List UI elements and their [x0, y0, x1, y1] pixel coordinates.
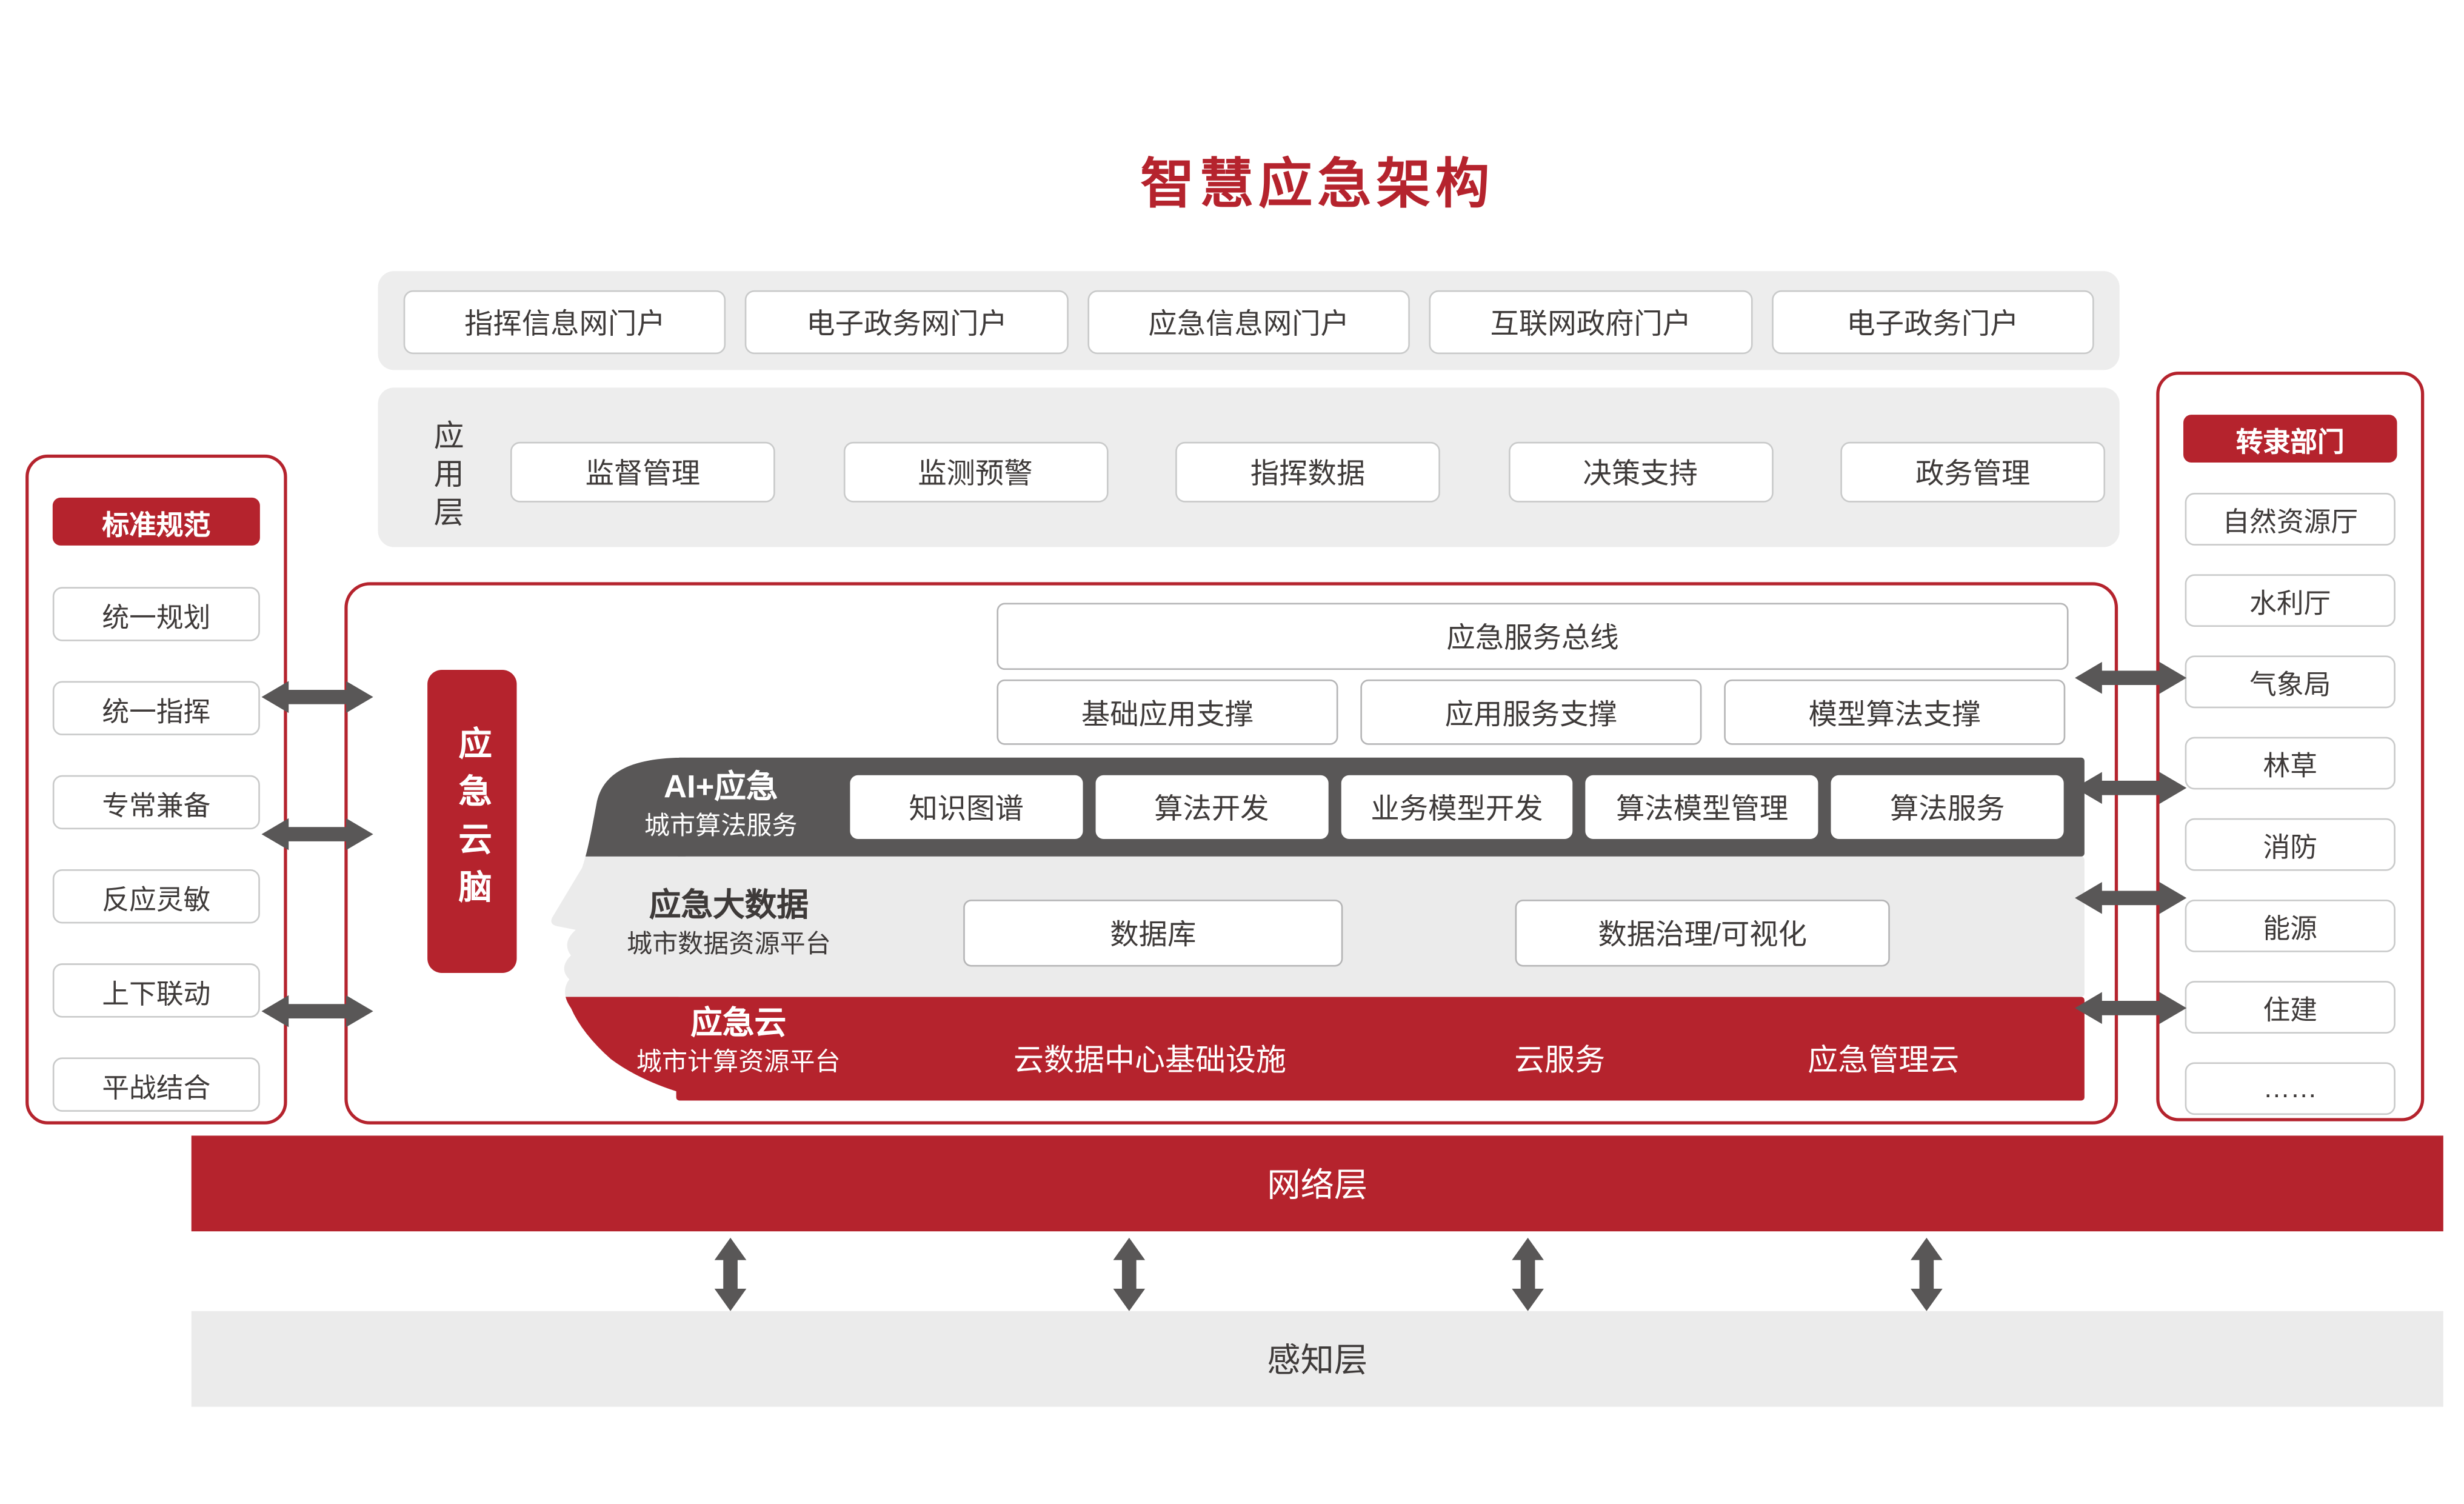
emergency-cloud-brain-label: 应急云脑: [454, 726, 492, 917]
double-arrow-horizontal-icon: [2075, 881, 2187, 914]
standards-panel: 标准规范 统一规划 统一指挥 专常兼备 反应灵敏 上下联动 平战结合: [25, 454, 287, 1125]
double-arrow-vertical-icon: [1113, 1237, 1146, 1311]
portal-box: 互联网政府门户: [1429, 290, 1752, 355]
cloud-item: 应急管理云: [1808, 1044, 1960, 1078]
double-arrow-horizontal-icon: [2075, 661, 2187, 694]
head-profile-icon: [551, 757, 686, 1094]
portal-box: 电子政务网门户: [745, 290, 1069, 355]
bigdata-band-title: 应急大数据: [649, 888, 809, 924]
bigdata-item: 数据治理/可视化: [1515, 899, 1890, 967]
perception-layer-band: 感知层: [191, 1311, 2443, 1407]
support-row: 基础应用支撑 应用服务支撑 模型算法支撑: [997, 679, 2066, 745]
standards-panel-items: 统一规划 统一指挥 专常兼备 反应灵敏 上下联动 平战结合: [28, 587, 284, 1112]
double-arrow-horizontal-icon: [261, 818, 373, 851]
double-arrow-horizontal-icon: [2075, 772, 2187, 804]
support-box: 应用服务支撑: [1360, 679, 1702, 745]
bigdata-band-subtitle: 城市数据资源平台: [626, 931, 831, 959]
standards-item: 统一指挥: [52, 681, 260, 735]
double-arrow-vertical-icon: [1911, 1237, 1943, 1311]
portal-box: 指挥信息网门户: [403, 290, 727, 355]
standards-item: 统一规划: [52, 587, 260, 641]
application-layer-label: 应用层: [429, 419, 463, 535]
cloud-item: 云数据中心基础设施: [1013, 1044, 1286, 1078]
support-box: 基础应用支撑: [997, 679, 1338, 745]
department-item: 水利厅: [2185, 574, 2396, 627]
bigdata-band-label: 应急大数据 城市数据资源平台: [561, 885, 896, 961]
app-box: 决策支持: [1507, 441, 1773, 503]
ai-band-title: AI+应急: [663, 770, 778, 806]
departments-panel-header: 转隶部门: [2183, 415, 2397, 463]
cloud-band-label: 应急云 城市计算资源平台: [571, 1003, 906, 1080]
department-item: 住建: [2185, 981, 2396, 1034]
app-box: 指挥数据: [1175, 441, 1440, 503]
ai-item: 知识图谱: [850, 775, 1083, 839]
cloud-band-subtitle: 城市计算资源平台: [636, 1049, 841, 1077]
standards-item: 平战结合: [52, 1057, 260, 1112]
page-title: 智慧应急架构: [1140, 155, 1495, 216]
department-item: 自然资源厅: [2185, 493, 2396, 546]
double-arrow-horizontal-icon: [261, 995, 373, 1028]
app-box: 政务管理: [1840, 441, 2106, 503]
department-item: 消防: [2185, 818, 2396, 871]
ai-band-label: AI+应急 城市算法服务: [561, 767, 880, 844]
ai-band-items: 知识图谱 算法开发 业务模型开发 算法模型管理 算法服务: [850, 775, 2064, 839]
departments-panel-items: 自然资源厅 水利厅 气象局 林草 消防 能源 住建 ……: [2160, 493, 2422, 1115]
department-item: 气象局: [2185, 655, 2396, 709]
ai-band-subtitle: 城市算法服务: [644, 813, 798, 841]
bigdata-item: 数据库: [963, 899, 1343, 967]
double-arrow-horizontal-icon: [261, 681, 373, 714]
network-layer-band: 网络层: [191, 1135, 2443, 1232]
double-arrow-vertical-icon: [1512, 1237, 1544, 1311]
support-box: 模型算法支撑: [1724, 679, 2066, 745]
standards-item: 反应灵敏: [52, 869, 260, 924]
standards-item: 上下联动: [52, 963, 260, 1018]
cloud-item: 云服务: [1514, 1044, 1606, 1078]
ai-item: 算法开发: [1095, 775, 1328, 839]
cloud-band-title: 应急云: [690, 1006, 787, 1042]
department-item: 林草: [2185, 737, 2396, 790]
app-box: 监测预警: [843, 441, 1108, 503]
emergency-cloud-brain: 应急云脑: [427, 670, 517, 973]
application-layer-row: 监督管理 监测预警 指挥数据 决策支持 政务管理: [510, 441, 2106, 503]
portal-box: 电子政务门户: [1771, 290, 2094, 355]
service-bus: 应急服务总线: [997, 603, 2069, 670]
standards-panel-header: 标准规范: [52, 497, 260, 546]
ai-item: 算法服务: [1831, 775, 2064, 839]
double-arrow-horizontal-icon: [2075, 992, 2187, 1024]
portal-row: 指挥信息网门户 电子政务网门户 应急信息网门户 互联网政府门户 电子政务门户: [378, 271, 2120, 370]
departments-panel: 转隶部门 自然资源厅 水利厅 气象局 林草 消防 能源 住建 ……: [2156, 372, 2425, 1121]
app-box: 监督管理: [510, 441, 775, 503]
ai-item: 业务模型开发: [1340, 775, 1574, 839]
department-item: 能源: [2185, 899, 2396, 952]
department-item: ……: [2185, 1062, 2396, 1115]
cloud-band: [676, 997, 2085, 1101]
ai-item: 算法模型管理: [1586, 775, 1818, 839]
portal-box: 应急信息网门户: [1087, 290, 1411, 355]
double-arrow-vertical-icon: [714, 1237, 747, 1311]
standards-item: 专常兼备: [52, 775, 260, 830]
